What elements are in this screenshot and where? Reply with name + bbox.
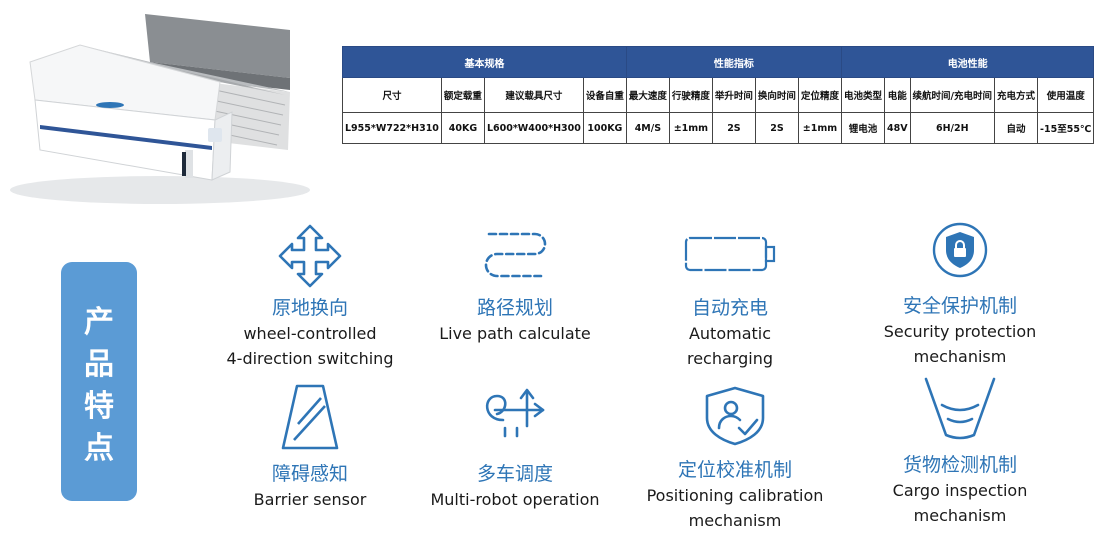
col-header: 电池类型 (840, 77, 885, 113)
spec-value: 2S (711, 112, 756, 144)
spec-value: 6H/2H (909, 112, 996, 144)
spec-value: ±1mm (797, 112, 842, 144)
sidebar-char: 品 (84, 347, 114, 382)
group-basic-spec: 基本规格 (342, 46, 627, 78)
feature-desc-en: Cargo inspection (892, 481, 1028, 500)
product-features-label: 产 品 特 点 (61, 262, 137, 501)
feature-title-zh: 多车调度 (476, 463, 553, 485)
feature-safety-protection: 安全保护机制 Security protection mechanism (860, 220, 1060, 369)
spec-value: 100KG (582, 112, 627, 144)
feature-desc-en: 4-direction switching (226, 349, 394, 368)
sensor-beam-icon (281, 384, 339, 450)
col-header: 使用温度 (1037, 77, 1094, 113)
spec-group-header-row: 基本规格 性能指标 电池性能 (342, 46, 1094, 78)
feature-multi-robot-dispatch: 多车调度 Multi-robot operation (410, 380, 620, 512)
spec-value: 40KG (440, 112, 485, 144)
spec-value: 48V (883, 112, 911, 144)
spec-value: L955*W722*H310 (342, 112, 442, 144)
col-header: 换向时间 (754, 77, 799, 113)
col-header: 行驶精度 (668, 77, 713, 113)
spec-value: 锂电池 (840, 112, 885, 144)
col-header: 举升时间 (711, 77, 756, 113)
feature-desc-en: mechanism (913, 347, 1007, 366)
feature-cargo-inspection: 货物检测机制 Cargo inspection mechanism (865, 375, 1055, 528)
feature-path-planning: 路径规划 Live path calculate (420, 222, 610, 346)
sidebar-char: 点 (84, 431, 114, 466)
feature-title-zh: 自动充电 (691, 297, 768, 319)
col-header: 定位精度 (797, 77, 842, 113)
feature-desc-en: Barrier sensor (253, 490, 367, 509)
col-header: 尺寸 (342, 77, 442, 113)
feature-title-zh: 原地换向 (271, 297, 348, 319)
spec-values-row: L955*W722*H310 40KG L600*W400*H300 100KG… (342, 112, 1094, 144)
group-battery: 电池性能 (840, 46, 1094, 78)
feature-auto-charging: 自动充电 Automatic recharging (635, 222, 825, 371)
group-performance: 性能指标 (625, 46, 842, 78)
spec-value: -15至55℃ (1037, 112, 1094, 144)
scan-wave-icon (924, 377, 996, 440)
badge-person-check-icon (705, 386, 765, 446)
feature-desc-en: mechanism (688, 511, 782, 530)
feature-desc-en: recharging (686, 349, 773, 368)
spec-value: L600*W400*H300 (483, 112, 584, 144)
feature-title-zh: 障碍感知 (271, 463, 348, 485)
sidebar-char: 产 (84, 305, 114, 340)
col-header: 续航时间/充电时间 (909, 77, 996, 113)
four-direction-arrows-icon (278, 224, 342, 288)
feature-title-zh: 安全保护机制 (902, 295, 1017, 317)
feature-desc-en: Live path calculate (439, 324, 591, 343)
multi-route-arrows-icon (485, 388, 545, 438)
feature-title-zh: 货物检测机制 (902, 454, 1017, 476)
feature-desc-en: wheel-controlled (243, 324, 377, 343)
sidebar-char: 特 (84, 389, 114, 424)
spec-value: 自动 (994, 112, 1039, 144)
spec-value: 4M/S (625, 112, 670, 144)
robot-product-image (0, 0, 330, 215)
feature-title-zh: 定位校准机制 (677, 459, 792, 481)
battery-icon (684, 236, 776, 272)
feature-in-place-turning: 原地换向 wheel-controlled 4-direction switch… (215, 222, 405, 371)
feature-desc-en: Multi-robot operation (430, 490, 600, 509)
col-header: 建议载具尺寸 (483, 77, 584, 113)
col-header: 额定载重 (440, 77, 485, 113)
dashed-path-icon (484, 232, 547, 278)
col-header: 电能 (883, 77, 911, 113)
col-header: 充电方式 (994, 77, 1039, 113)
spec-value: ±1mm (668, 112, 713, 144)
col-header: 设备自重 (582, 77, 627, 113)
feature-positioning-calibration: 定位校准机制 Positioning calibration mechanism (630, 384, 840, 533)
feature-desc-en: Automatic (688, 324, 772, 343)
feature-desc-en: mechanism (913, 506, 1007, 525)
spec-table: 基本规格 性能指标 电池性能 尺寸 额定载重 建议载具尺寸 设备自重 最大速度 … (342, 46, 1094, 144)
col-header: 最大速度 (625, 77, 670, 113)
feature-title-zh: 路径规划 (476, 297, 553, 319)
spec-value: 2S (754, 112, 799, 144)
feature-desc-en: Positioning calibration (646, 486, 824, 505)
feature-obstacle-sensing: 障碍感知 Barrier sensor (215, 380, 405, 512)
feature-desc-en: Security protection (883, 322, 1037, 341)
spec-column-header-row: 尺寸 额定载重 建议载具尺寸 设备自重 最大速度 行驶精度 举升时间 换向时间 … (342, 77, 1094, 113)
shield-lock-icon (932, 222, 988, 278)
